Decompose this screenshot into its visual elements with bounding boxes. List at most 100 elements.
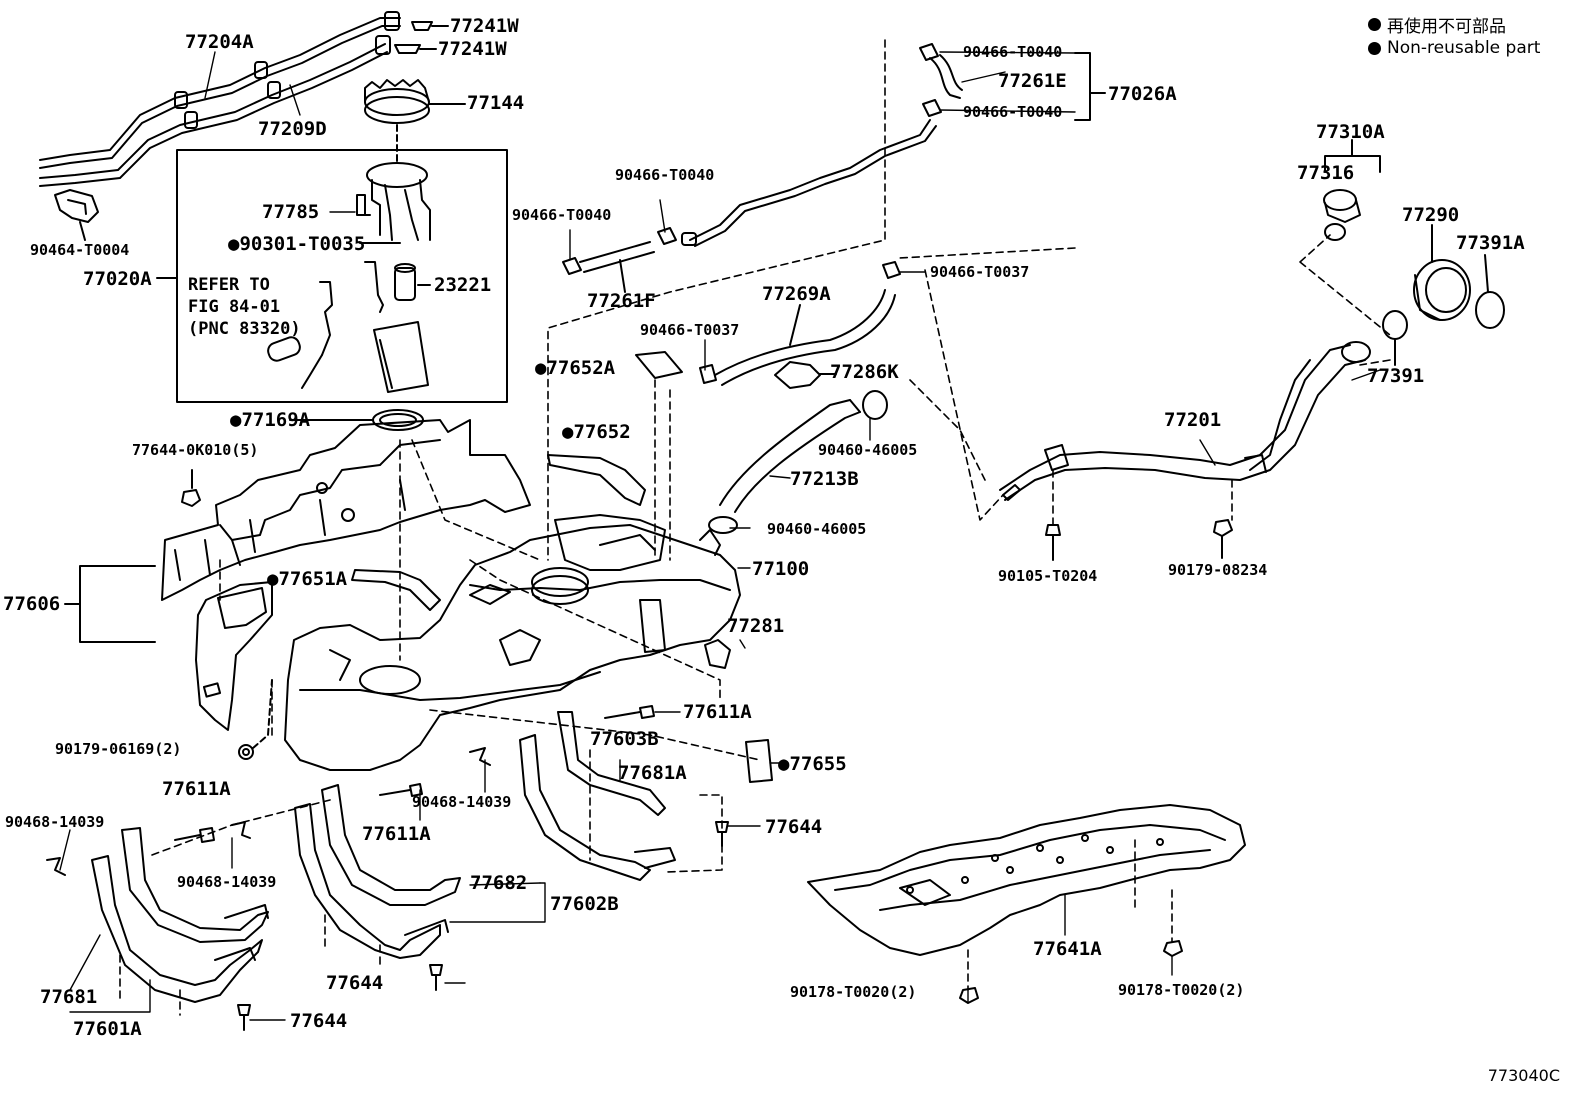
label-77611A-b: 77611A [162, 778, 231, 800]
label-77241W-lower: 77241W [438, 38, 507, 60]
label-77316: 77316 [1297, 162, 1355, 184]
band-77681A [519, 734, 676, 881]
label-77611A-c: 77611A [362, 823, 431, 845]
bolt-bracket-filler [1002, 484, 1021, 501]
band-77601A [121, 827, 269, 943]
clamp-90460-46005 [708, 390, 888, 534]
pad-77651A [351, 569, 441, 611]
clamp-77286K [774, 361, 837, 389]
label-77644-c: 77644 [290, 1010, 348, 1032]
label-77310A: 77310A [1316, 121, 1385, 143]
clip-77241W [394, 21, 449, 54]
skid-plate-77641A [807, 804, 1246, 956]
nut-90178-T0020 [959, 940, 1183, 1004]
label-77026A: 77026A [1108, 83, 1177, 105]
nut-90179-06169 [238, 679, 273, 760]
label-77391: 77391 [1367, 365, 1425, 387]
label-90466-T0040-b: 90466-T0040 [963, 103, 1063, 121]
clip-90468-14039 [46, 747, 491, 876]
sender-gauge-box [156, 149, 508, 403]
label-90179-06169: 90179-06169(2) [55, 740, 182, 758]
gasket-77169A [289, 409, 424, 431]
fuel-line-77204A [39, 11, 401, 169]
bolt-77644 [237, 821, 729, 1031]
label-77213B: 77213B [790, 468, 859, 490]
legend-text-en: Non-reusable part [1387, 38, 1541, 58]
legend: 再使用不可部品 Non-reusable part [1368, 12, 1540, 60]
assembly-leader-lines [119, 39, 1391, 1016]
label-77169A: ●77169A [230, 409, 311, 431]
fuel-pump-23221 [364, 261, 431, 313]
fuel-pump-bracket [356, 162, 431, 244]
label-90466-T0037-a: 90466-T0037 [930, 263, 1030, 281]
label-77269A: 77269A [762, 283, 831, 305]
filler-pipe-77201 [999, 341, 1371, 501]
band-77682 [321, 784, 461, 906]
label-77785: 77785 [262, 201, 320, 223]
label-90468-14039-a: 90468-14039 [412, 793, 512, 811]
label-77286K: 77286K [830, 361, 899, 383]
pad-77652 [547, 454, 646, 506]
pad-77655 [745, 739, 773, 783]
label-77204A: 77204A [185, 31, 254, 53]
label-90178-T0020-a: 90178-T0020(2) [790, 983, 917, 1001]
bracket-77310A [1324, 139, 1381, 173]
band-77602B [294, 803, 449, 959]
label-77644-a: 77644 [765, 816, 823, 838]
retainer-ring-77144 [364, 79, 466, 124]
label-90466-T0040-d: 90466-T0040 [512, 206, 612, 224]
hose-77269A [714, 289, 896, 386]
band-77603B [557, 711, 666, 816]
label-77644-0K010: 77644-0K010(5) [132, 441, 259, 459]
label-90460-46005-b: 90460-46005 [767, 520, 867, 538]
bracket-77026A [1074, 52, 1106, 121]
sender-gauge-float [267, 281, 333, 389]
clip-90466-T0037 [699, 261, 901, 384]
legend-row-ja: 再使用不可部品 [1368, 12, 1540, 37]
legend-text-ja: 再使用不可部品 [1387, 16, 1506, 37]
label-90460-46005-a: 90460-46005 [818, 441, 918, 459]
refer-note-line1: REFER TO [188, 275, 270, 295]
label-leaders [59, 51, 1381, 1021]
label-90464-T0004: 90464-T0004 [30, 241, 130, 259]
label-77652A: ●77652A [535, 357, 616, 379]
hose-77213B [719, 399, 861, 513]
clips-90466-T0040 [562, 43, 942, 275]
label-77644-b: 77644 [326, 972, 384, 994]
label-77290: 77290 [1402, 204, 1460, 226]
label-77261E: 77261E [998, 70, 1067, 92]
label-77681: 77681 [40, 986, 98, 1008]
label-77611A-a: 77611A [683, 701, 752, 723]
label-90468-14039-c: 90468-14039 [177, 873, 277, 891]
label-77681A: 77681A [618, 762, 687, 784]
label-77651A: ●77651A [267, 568, 348, 590]
bracket-77606 [64, 565, 156, 643]
label-77281: 77281 [727, 615, 785, 637]
label-90468-14039-b: 90468-14039 [5, 813, 105, 831]
bullet-icon [1368, 17, 1381, 31]
label-90301-T0035: ●90301-T0035 [228, 233, 366, 255]
hose-77261E [929, 54, 963, 99]
tube-77026A [681, 119, 937, 247]
label-77602B: 77602B [550, 893, 619, 915]
bracket-77281 [704, 639, 731, 669]
fuel-filter-sock [373, 321, 429, 393]
nut-90179-08234 [1213, 519, 1233, 559]
label-77241W-upper: 77241W [450, 15, 519, 37]
label-77655: ●77655 [778, 753, 847, 775]
label-77682: 77682 [470, 872, 528, 894]
label-77603B: 77603B [590, 728, 659, 750]
hose-77261F [579, 241, 655, 293]
gasket-77391 [1382, 310, 1408, 366]
fuel-line-77209D [39, 35, 391, 187]
legend-row-en: Non-reusable part [1368, 36, 1540, 60]
nut-77644-0K010 [181, 489, 201, 507]
label-77391A: 77391A [1456, 232, 1525, 254]
figure-code: 773040C [1487, 1066, 1560, 1085]
housing-77290 [1413, 224, 1471, 321]
label-77020A: 77020A [83, 268, 152, 290]
label-90466-T0040-c: 90466-T0040 [615, 166, 715, 184]
protector-77606 [161, 419, 531, 601]
label-90466-T0040-a: 90466-T0040 [963, 43, 1063, 61]
